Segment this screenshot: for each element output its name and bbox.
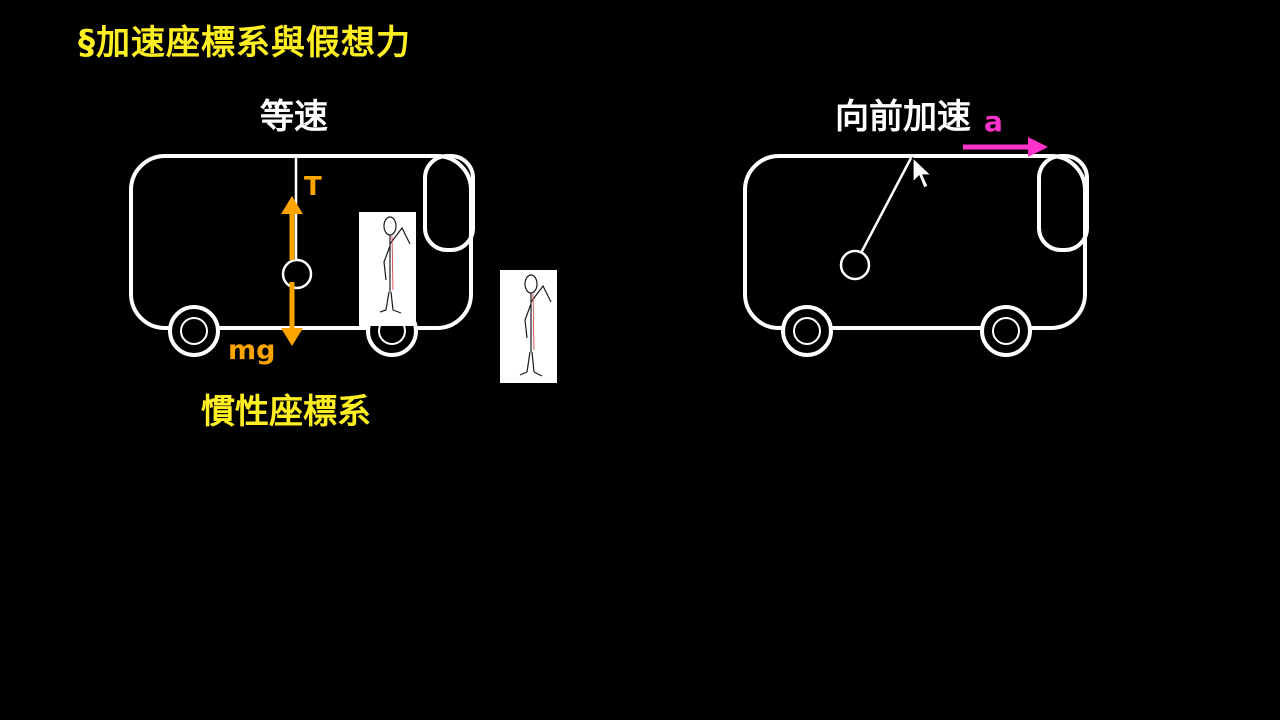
pendulum-left-bob: [281, 258, 313, 290]
constant-velocity-label: 等速: [260, 97, 328, 137]
forward-acceleration-label: 向前加速: [835, 97, 971, 137]
inertial-frame-label: 慣性座標系: [201, 392, 371, 432]
bus-right-rear-wheel: [980, 305, 1032, 357]
pendulum-left: [281, 158, 313, 290]
pendulum-right: [839, 157, 913, 281]
pendulum-right-string: [859, 157, 913, 254]
bus-left-front-wheel: [168, 305, 220, 357]
observer-in-bus: [359, 212, 416, 326]
acceleration-arrow: [963, 137, 1048, 157]
bus-left: [129, 154, 475, 357]
bus-left-body: [129, 154, 473, 330]
pendulum-right-bob: [839, 249, 871, 281]
bus-left-window: [423, 154, 475, 252]
tension-label: T: [304, 172, 322, 202]
bus-right-body: [743, 154, 1087, 330]
acceleration-symbol-label: a: [984, 105, 1003, 138]
page-title: §加速座標系與假想力: [78, 23, 411, 63]
observer-outside: [500, 270, 557, 383]
tension-arrow: [281, 196, 303, 260]
bus-right-window: [1037, 154, 1089, 252]
weight-label: mg: [228, 335, 276, 366]
bus-right-front-wheel: [781, 305, 833, 357]
bus-right: [743, 154, 1089, 357]
weight-arrow: [281, 282, 303, 346]
mouse-cursor-icon: [912, 156, 933, 189]
